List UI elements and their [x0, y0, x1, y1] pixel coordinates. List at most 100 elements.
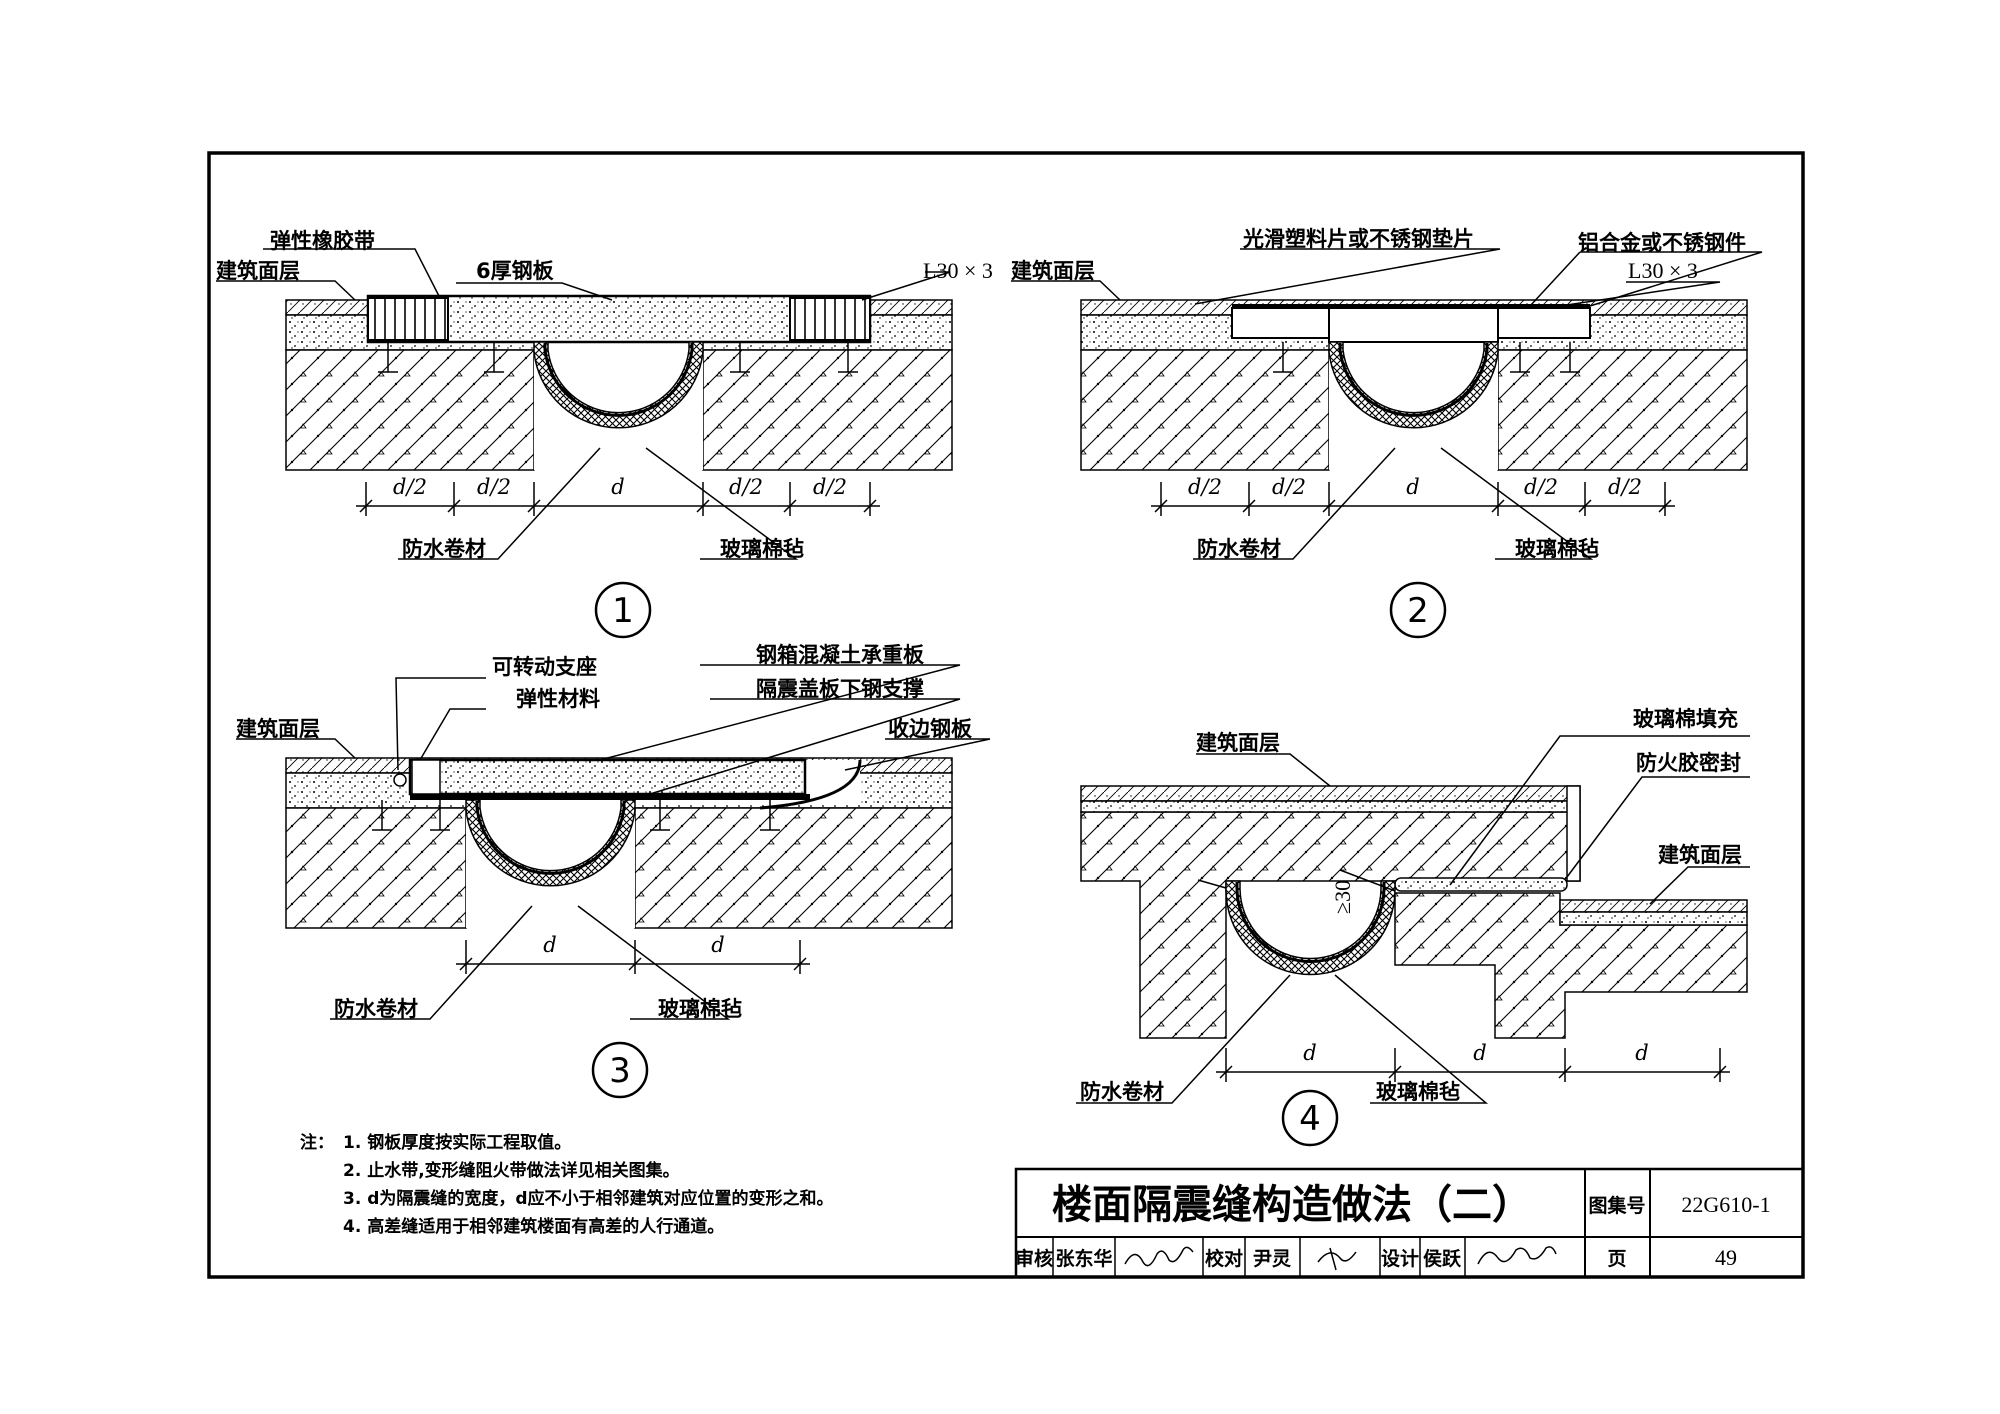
- label-building-surface: 建筑面层: [1011, 259, 1095, 283]
- atlas-no-label: 图集号: [1588, 1194, 1645, 1217]
- reviewer-signature: [1124, 1246, 1194, 1267]
- dim-label: d: [611, 475, 624, 499]
- design-label: 设计: [1381, 1248, 1419, 1270]
- review-label: 审核: [1015, 1247, 1053, 1270]
- seismic-gap: [466, 798, 635, 928]
- edge-steel-plate: [759, 759, 862, 810]
- dim-label: d/2: [1272, 475, 1306, 499]
- rubber-band-right: [789, 297, 871, 341]
- atlas-no: 22G610-1: [1681, 1192, 1770, 1217]
- detail-number-circle: [591, 1041, 649, 1099]
- label-waterproof: 防水卷材: [402, 537, 486, 561]
- label-glass-wool-fill: 玻璃棉填充: [1633, 707, 1738, 731]
- screed-lower: [1559, 911, 1748, 926]
- dim-label: d/2: [1608, 475, 1642, 499]
- dim-label: d: [543, 933, 556, 957]
- seismic-gap: [1329, 340, 1498, 470]
- label-shim: 光滑塑料片或不锈钢垫片: [1242, 227, 1474, 251]
- detail-number-circle: [594, 581, 652, 639]
- detail-1: d/2 d/2 d d/2 d/2 弹性橡胶带 建筑面层 6厚钢板 L30 × …: [216, 229, 993, 639]
- dim-label: d: [1635, 1041, 1648, 1065]
- dim-label: d/2: [1188, 475, 1222, 499]
- dimension-line: [356, 482, 880, 516]
- dim-label: d/2: [813, 475, 847, 499]
- waterproof-membrane: [1338, 343, 1489, 417]
- detail-3: d d 可转动支座 弹性材料 建筑面层 钢箱混凝土承重板 隔震盖板下钢支撑 收边…: [236, 643, 991, 1099]
- anchor-bolts: [378, 342, 858, 373]
- cover-assembly: [1231, 304, 1591, 343]
- waterproof-membrane: [543, 343, 694, 417]
- detail-number-circle: [1281, 1089, 1339, 1147]
- dim-label: d/2: [393, 475, 427, 499]
- leader-lines: [236, 664, 991, 1020]
- glass-wool-felt: [465, 799, 636, 887]
- slab-left: [285, 349, 535, 471]
- designer-signature: [1477, 1246, 1557, 1265]
- label-glass-wool: 玻璃棉毡: [720, 537, 804, 561]
- slab-left: [285, 807, 467, 929]
- rotatable-support: [411, 759, 441, 795]
- label-elastic-material: 弹性材料: [516, 687, 600, 711]
- label-angle-steel: L30 × 3: [1628, 258, 1698, 283]
- dim-label: d/2: [477, 475, 511, 499]
- detail-2: d/2 d/2 d d/2 d/2 建筑面层 光滑塑料片或不锈钢垫片 铝合金或不…: [1011, 227, 1763, 639]
- notes-prefix: 注：: [300, 1132, 334, 1153]
- sheet-frame: [207, 151, 1805, 1279]
- label-glass-wool: 玻璃棉毡: [658, 997, 742, 1021]
- steel-brace-bar: [410, 794, 810, 800]
- gap-dimension: ≥30: [1330, 880, 1355, 914]
- dim-label: d/2: [1524, 475, 1558, 499]
- slab-right: [634, 807, 953, 929]
- label-alloy: 铝合金或不锈钢件: [1578, 231, 1746, 255]
- title-block: 楼面隔震缝构造做法（二） 图集号 22G610-1 审核 张东华 校对 尹灵 设…: [1014, 1167, 1805, 1279]
- glass-wool-felt: [533, 341, 704, 429]
- slab-left: [1080, 349, 1330, 471]
- rubber-band-left: [367, 297, 449, 341]
- leader-lines: [216, 248, 951, 560]
- detail-number: 3: [609, 1051, 631, 1091]
- label-rotatable-support: 可转动支座: [492, 655, 597, 679]
- membrane-ends: [1197, 869, 1396, 892]
- label-rubber-band: 弹性橡胶带: [270, 229, 375, 253]
- leader-lines: [1076, 735, 1750, 1104]
- dimension-line: [1216, 1048, 1730, 1082]
- upper-edge-plate: [1566, 785, 1581, 882]
- label-fire-sealant: 防火胶密封: [1636, 751, 1741, 775]
- label-building-surface-upper: 建筑面层: [1196, 731, 1280, 755]
- label-steel-brace: 隔震盖板下钢支撑: [756, 677, 924, 701]
- label-waterproof: 防水卷材: [334, 997, 418, 1021]
- detail-4: ≥30 d d d 建筑面层 玻璃棉填充 防火胶密封 建筑面层 防水卷材 玻璃棉…: [1076, 707, 1750, 1147]
- label-glass-wool: 玻璃棉毡: [1515, 537, 1599, 561]
- label-steel-box-slab: 钢箱混凝土承重板: [756, 643, 925, 667]
- checker-signature: [1317, 1247, 1357, 1271]
- detail-number: 2: [1407, 591, 1429, 631]
- glass-wool-felt: [1328, 341, 1499, 429]
- notes: 注： 1. 钢板厚度按实际工程取值。 2. 止水带,变形缝阻火带做法详见相关图集…: [300, 1132, 834, 1237]
- surface-layer-lower: [1559, 899, 1748, 913]
- label-glass-wool: 玻璃棉毡: [1376, 1080, 1460, 1104]
- detail-number: 4: [1299, 1099, 1321, 1139]
- dim-label: d/2: [729, 475, 763, 499]
- dimension-line: [1151, 482, 1675, 516]
- label-edge-plate: 收边钢板: [888, 717, 973, 741]
- waterproof-membrane: [475, 801, 626, 875]
- page-label: 页: [1607, 1248, 1626, 1270]
- dim-label: d: [1303, 1041, 1316, 1065]
- dim-label: d: [711, 933, 724, 957]
- slab-right: [702, 349, 953, 471]
- sheet-title: 楼面隔震缝构造做法（二）: [1052, 1182, 1532, 1228]
- waterproof-membrane: [1235, 882, 1386, 963]
- label-building-surface: 建筑面层: [216, 259, 300, 283]
- checker-name: 尹灵: [1253, 1248, 1292, 1270]
- page-number: 49: [1715, 1245, 1737, 1270]
- slab-right: [1497, 349, 1748, 471]
- note-item: 4. 高差缝适用于相邻建筑楼面有高差的人行通道。: [343, 1216, 724, 1237]
- reviewer-name: 张东华: [1055, 1247, 1112, 1270]
- label-angle-steel: L30 × 3: [923, 258, 993, 283]
- label-waterproof: 防水卷材: [1197, 537, 1281, 561]
- designer-name: 侯跃: [1423, 1247, 1462, 1270]
- surface-layer-upper: [1080, 785, 1581, 802]
- detail-number: 1: [612, 591, 634, 631]
- glass-wool-fill: [1394, 877, 1568, 892]
